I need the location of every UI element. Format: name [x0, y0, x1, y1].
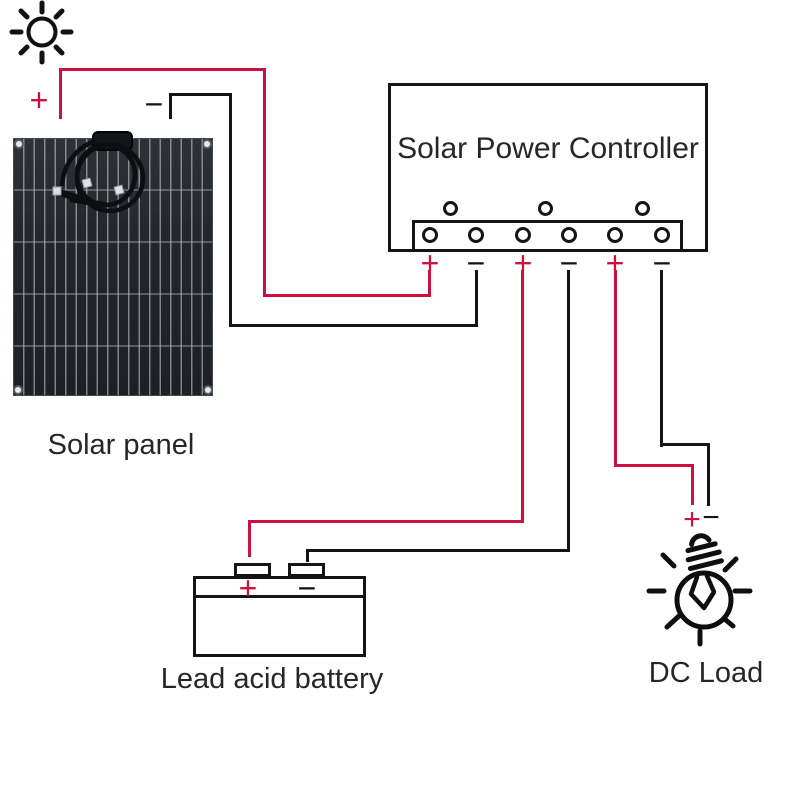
terminal-symbol-battery-negative: − — [559, 245, 579, 281]
panel-mounting-hole — [15, 387, 21, 393]
terminal-symbol-load-positive: + — [605, 245, 625, 281]
battery-label: Lead acid battery — [160, 663, 384, 695]
dc-load-label: DC Load — [648, 657, 764, 689]
controller-terminal-strip — [412, 220, 683, 252]
wire-panel-negative-stub — [169, 93, 172, 119]
controller-title: Solar Power Controller — [397, 132, 699, 165]
battery-positive-label: + — [238, 570, 258, 606]
wire-battery-negative-run — [306, 549, 570, 552]
wire-panel-positive-top — [59, 68, 266, 71]
wire-panel-positive-drop — [263, 68, 266, 297]
terminal-load-negative — [654, 227, 670, 243]
battery-case-seam — [193, 595, 366, 598]
controller-screw — [635, 201, 650, 216]
panel-positive-label: + — [29, 82, 49, 118]
sun-icon — [9, 0, 74, 65]
wire-battery-negative-drop — [567, 270, 570, 552]
load-positive-label: + — [683, 503, 701, 536]
terminal-load-positive — [607, 227, 623, 243]
terminal-symbol-pv-negative: − — [466, 245, 486, 281]
terminal-pv-positive — [422, 227, 438, 243]
wire-load-positive-run — [614, 464, 694, 467]
wire-battery-positive-drop — [521, 270, 524, 523]
controller-screw — [443, 201, 458, 216]
wire-panel-positive-riser — [428, 270, 431, 297]
wire-panel-negative-top — [169, 93, 232, 96]
wire-panel-positive-stub — [59, 70, 62, 119]
wire-panel-positive-run — [263, 294, 431, 297]
terminal-symbol-load-negative: − — [652, 245, 672, 281]
terminal-symbol-battery-positive: + — [513, 245, 533, 281]
terminal-battery-positive — [515, 227, 531, 243]
panel-negative-label: − — [144, 86, 164, 122]
wire-load-positive-down — [691, 464, 694, 505]
battery-positive-post — [234, 563, 271, 577]
wire-load-negative-drop — [660, 270, 663, 447]
wire-battery-negative-down — [306, 549, 309, 562]
solar-panel-label: Solar panel — [47, 429, 195, 461]
wire-panel-negative-drop — [229, 93, 232, 327]
wire-load-positive-drop — [614, 270, 617, 467]
controller-screw — [538, 201, 553, 216]
solar-panel — [13, 138, 213, 396]
wire-load-negative-down — [707, 443, 710, 506]
battery-negative-post — [288, 563, 325, 577]
wire-battery-positive-run — [248, 520, 524, 523]
panel-junction-box-and-cable — [52, 131, 146, 214]
wire-panel-negative-run — [229, 324, 478, 327]
panel-mounting-hole — [205, 387, 211, 393]
battery-negative-label: − — [297, 570, 317, 606]
terminal-pv-negative — [468, 227, 484, 243]
load-negative-label: − — [702, 501, 720, 534]
terminal-battery-negative — [561, 227, 577, 243]
wire-panel-negative-riser — [475, 270, 478, 327]
light-bulb-icon — [646, 533, 753, 647]
panel-mounting-hole — [204, 141, 210, 147]
wire-load-negative-run — [660, 443, 710, 446]
panel-mounting-hole — [16, 141, 22, 147]
terminal-symbol-pv-positive: + — [420, 245, 440, 281]
wire-battery-positive-down — [248, 520, 251, 557]
lead-acid-battery — [193, 576, 366, 657]
